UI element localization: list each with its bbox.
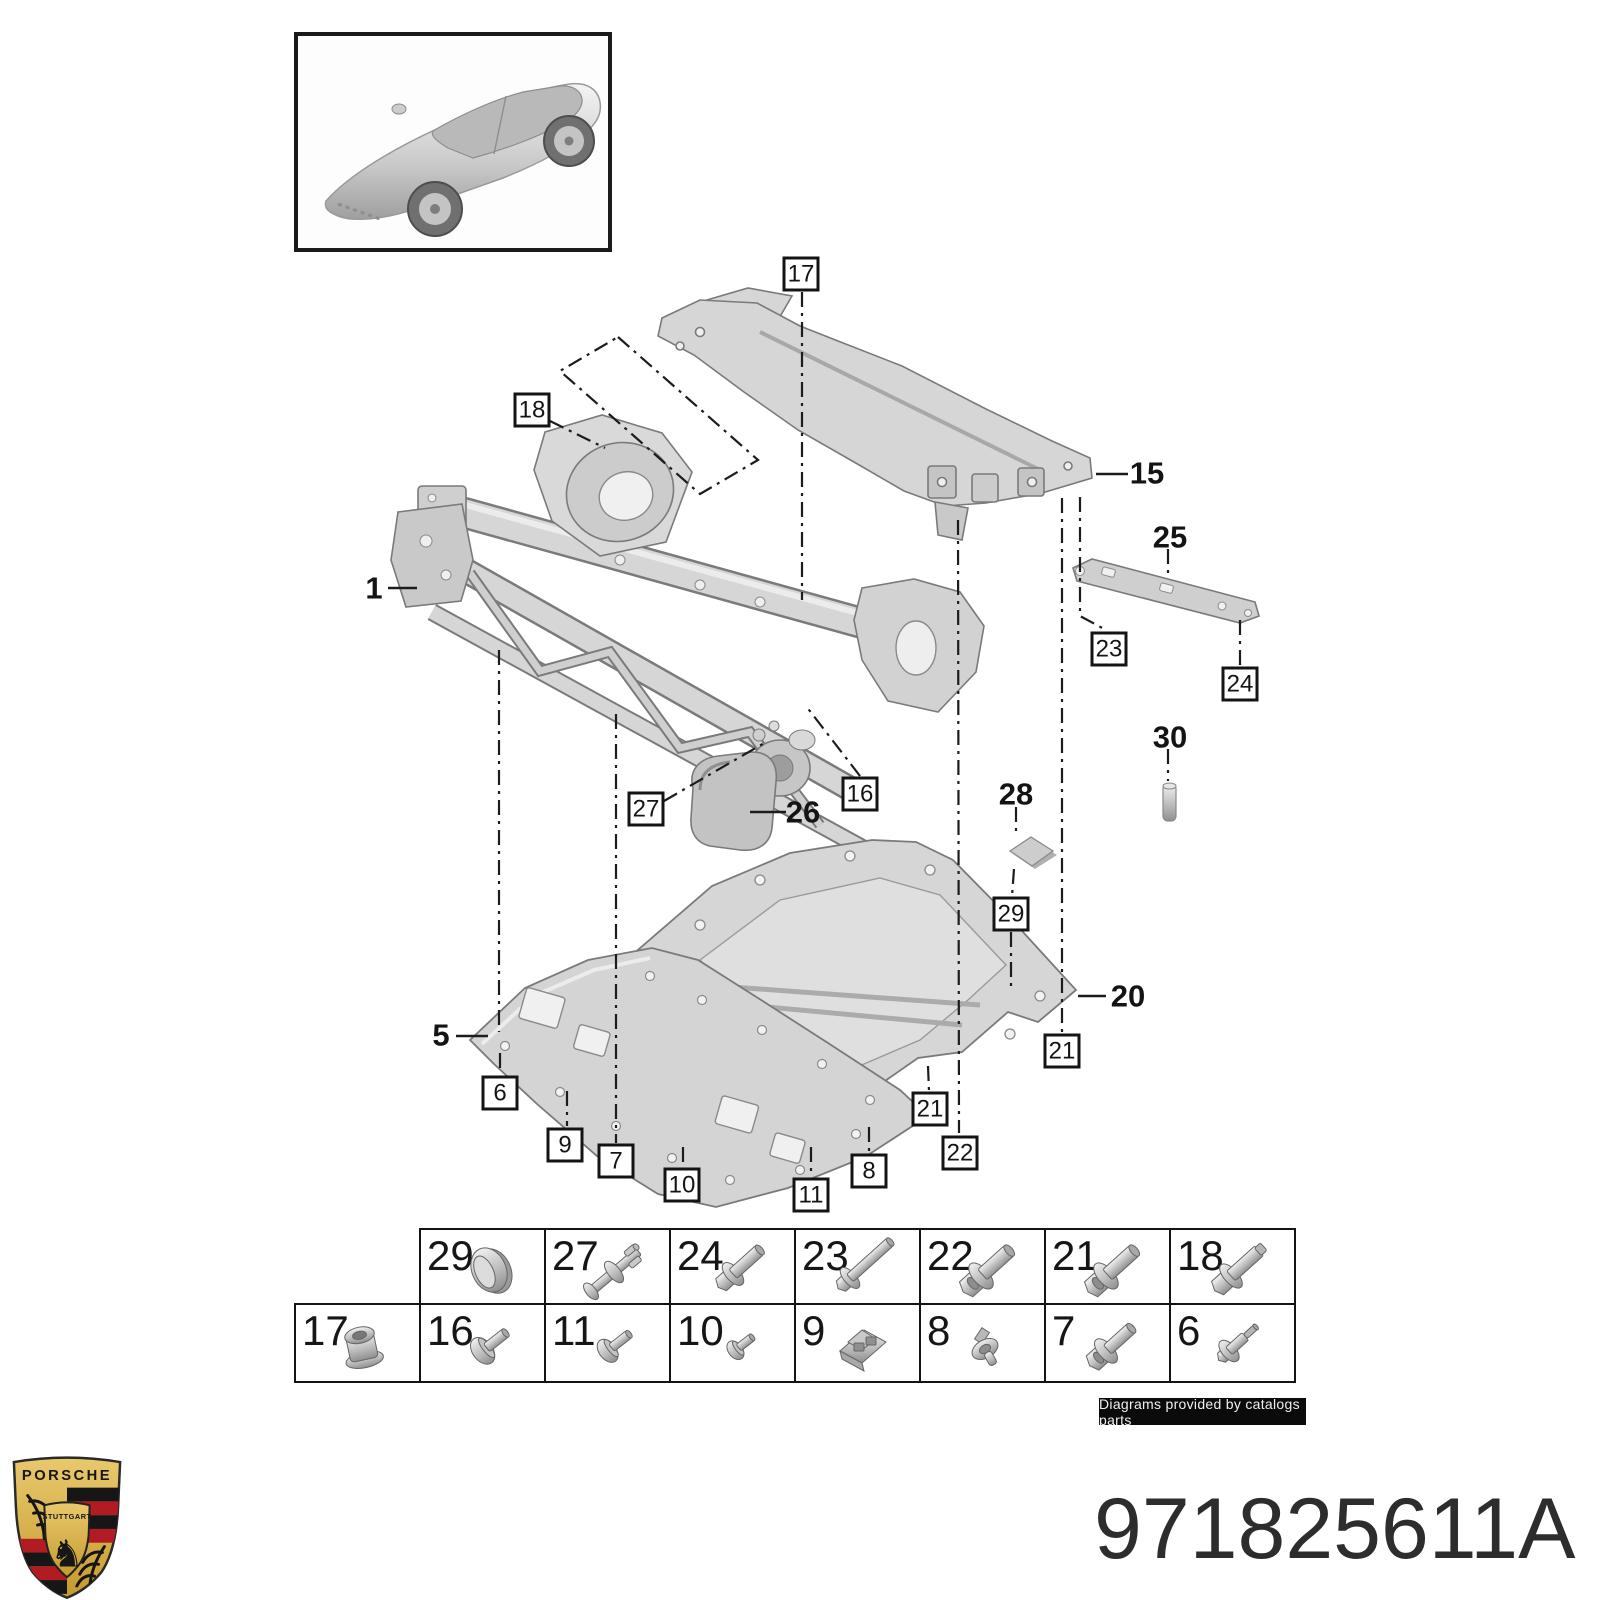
cross-member-part-17 xyxy=(657,287,1093,541)
leader-lines xyxy=(497,292,1242,1177)
callout-26: 26 xyxy=(785,794,821,830)
torx-bolt-icon xyxy=(958,1244,1016,1298)
washer-bolt-icon xyxy=(715,1244,765,1292)
fastener-number: 16 xyxy=(427,1307,474,1354)
callout-10: 10 xyxy=(663,1167,701,1203)
fastener-number: 11 xyxy=(552,1307,596,1354)
porsche-panamera-icon xyxy=(324,82,602,237)
fastener-number: 7 xyxy=(1052,1307,1076,1354)
callout-8: 8 xyxy=(850,1153,888,1189)
callout-24: 24 xyxy=(1221,666,1259,702)
prancing-horse-icon: ♞ xyxy=(50,1531,84,1575)
callout-22: 22 xyxy=(941,1135,979,1171)
solid-leaders xyxy=(388,472,1128,1038)
fastener-cell: 16 xyxy=(419,1303,546,1383)
callout-1: 1 xyxy=(365,570,383,606)
callout-28: 28 xyxy=(998,776,1034,812)
callout-23: 23 xyxy=(1090,631,1128,667)
torx-flange-bolt-icon xyxy=(1085,1322,1137,1371)
callout-16: 16 xyxy=(841,776,879,812)
callout-21: 21 xyxy=(1043,1033,1081,1069)
fastener-cell: 8 xyxy=(919,1303,1046,1383)
callout-7: 7 xyxy=(597,1143,635,1179)
fastener-cell: 21 xyxy=(1044,1228,1171,1308)
fastener-cell: 18 xyxy=(1169,1228,1296,1308)
fastener-cell: 29 xyxy=(419,1228,546,1308)
support-strip-part-25 xyxy=(1072,558,1260,624)
fastener-number: 8 xyxy=(927,1307,951,1354)
fastener-number: 27 xyxy=(552,1232,599,1279)
long-bolt-icon xyxy=(835,1237,895,1292)
callout-30: 30 xyxy=(1152,719,1188,755)
part-number: 971825611A xyxy=(1094,1481,1576,1577)
fastener-number: 29 xyxy=(427,1232,474,1279)
pin-part-30 xyxy=(1162,782,1177,822)
fastener-number: 6 xyxy=(1177,1307,1201,1354)
torx-bolt-icon xyxy=(1083,1244,1141,1298)
pan-head-screw-icon xyxy=(596,1329,633,1363)
fastener-number: 24 xyxy=(677,1232,724,1279)
push-clip-icon xyxy=(971,1326,999,1366)
crest-brand-text: PORSCHE xyxy=(22,1468,112,1484)
callout-6: 6 xyxy=(481,1075,519,1111)
shim-part-28 xyxy=(1008,836,1057,869)
callout-20: 20 xyxy=(1110,978,1146,1014)
crest-city-text: STUTTGART xyxy=(43,1512,92,1521)
fastener-cell: 22 xyxy=(919,1228,1046,1308)
fastener-cell: 24 xyxy=(669,1228,796,1308)
fastener-table-row-2: 17 16 11 10 9 8 7 6 xyxy=(294,1303,1296,1383)
fastener-number: 18 xyxy=(1177,1232,1224,1279)
fastener-cell: 7 xyxy=(1044,1303,1171,1383)
cage-clip-icon xyxy=(839,1329,887,1372)
hex-flange-bolt-icon xyxy=(1211,1243,1267,1296)
callout-17: 17 xyxy=(782,256,820,292)
round-head-screw-icon xyxy=(469,1328,510,1365)
expansion-rivet-icon xyxy=(583,1243,642,1301)
mount-part-26 xyxy=(690,751,778,852)
fastener-cell: 10 xyxy=(669,1303,796,1383)
vehicle-thumbnail-box xyxy=(294,32,612,252)
callout-9: 9 xyxy=(546,1127,584,1163)
fastener-number: 9 xyxy=(802,1307,826,1354)
callout-29: 29 xyxy=(992,896,1030,932)
cap-plug-icon xyxy=(470,1247,513,1294)
fastener-number: 17 xyxy=(302,1307,349,1354)
fastener-number: 22 xyxy=(927,1232,974,1279)
fastener-cell: 6 xyxy=(1169,1303,1296,1383)
shoulder-bolt-icon xyxy=(1217,1323,1259,1363)
table-row: 29 27 24 23 22 21 18 xyxy=(419,1228,1296,1308)
fastener-cell: 27 xyxy=(544,1228,671,1308)
callout-11: 11 xyxy=(792,1177,830,1213)
fastener-cell: 11 xyxy=(544,1303,671,1383)
fastener-cell: 17 xyxy=(294,1303,421,1383)
cover-plate-part-5 xyxy=(468,947,930,1208)
callout-15: 15 xyxy=(1129,455,1165,491)
flange-nut-icon xyxy=(344,1326,384,1369)
callout-25: 25 xyxy=(1152,519,1188,555)
fastener-table-row-1: 29 27 24 23 22 21 18 xyxy=(419,1228,1296,1308)
callout-5: 5 xyxy=(432,1017,450,1053)
fastener-cell: 9 xyxy=(794,1303,921,1383)
fastener-number: 10 xyxy=(677,1307,724,1354)
callout-27: 27 xyxy=(627,791,665,827)
fastener-number: 21 xyxy=(1052,1232,1099,1279)
small-screw-icon xyxy=(726,1333,756,1361)
provider-badge: Diagrams provided by catalogs parts xyxy=(1099,1396,1306,1428)
porsche-crest-logo: PORSCHE STUTTGART ♞ xyxy=(12,1456,122,1600)
table-row: 17 16 11 10 9 8 7 6 xyxy=(294,1303,1296,1383)
callout-21: 21 xyxy=(911,1091,949,1127)
fastener-cell: 23 xyxy=(794,1228,921,1308)
callout-18: 18 xyxy=(513,392,551,428)
